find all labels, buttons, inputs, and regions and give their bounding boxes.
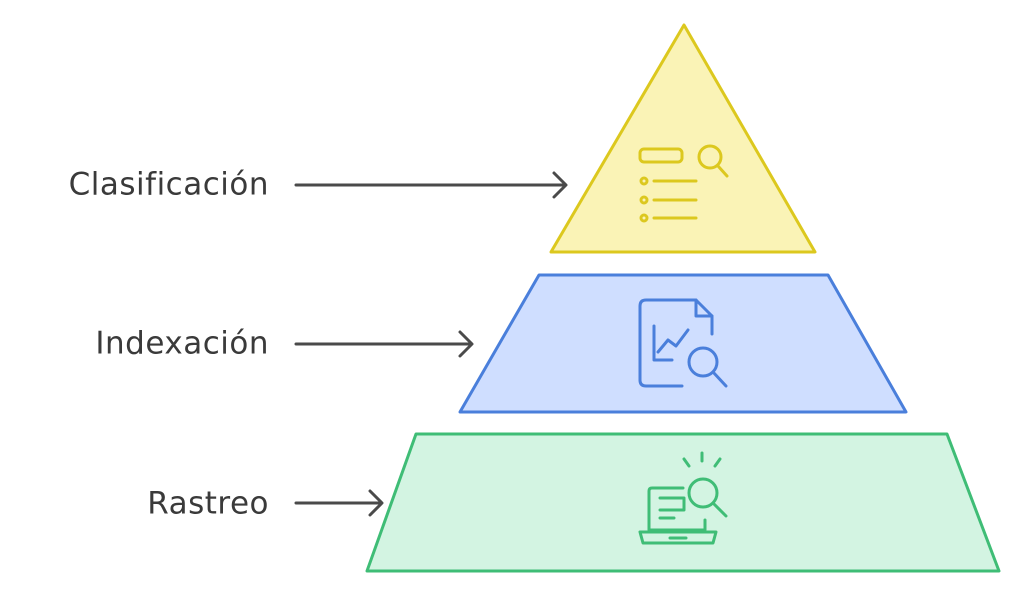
tier-indexing-shape: [458, 273, 908, 414]
arrow-indexing-head: [458, 330, 474, 358]
label-ranking: Clasificación: [69, 167, 269, 203]
laptop-search-icon: [638, 451, 728, 545]
label-crawling: Rastreo: [147, 486, 269, 522]
document-chart-search-icon: [638, 298, 728, 388]
arrow-ranking-head: [552, 171, 568, 199]
tier-ranking: [549, 23, 817, 254]
label-indexing-group: Indexación: [95, 326, 474, 362]
label-ranking-group: Clasificación: [69, 167, 568, 203]
list-search-icon: [638, 144, 729, 223]
label-crawling-group: Rastreo: [147, 486, 384, 522]
label-indexing: Indexación: [95, 326, 269, 362]
tier-crawling: [365, 432, 1001, 573]
tier-indexing: [458, 273, 908, 414]
arrow-crawling-head: [368, 489, 384, 517]
tier-ranking-shape: [549, 23, 817, 254]
